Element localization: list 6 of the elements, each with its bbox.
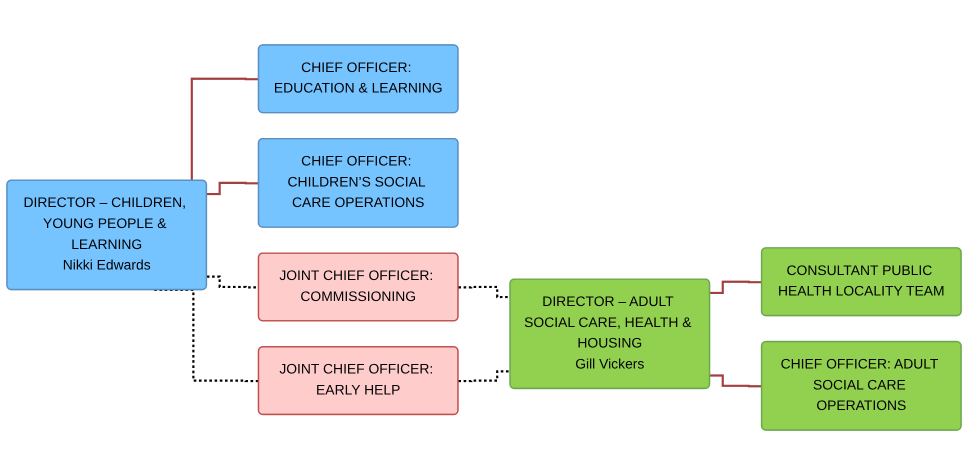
connector xyxy=(710,374,762,388)
connector xyxy=(458,370,510,382)
connector xyxy=(458,286,510,298)
connector xyxy=(206,276,259,288)
connector xyxy=(206,182,259,196)
connector xyxy=(710,280,762,294)
